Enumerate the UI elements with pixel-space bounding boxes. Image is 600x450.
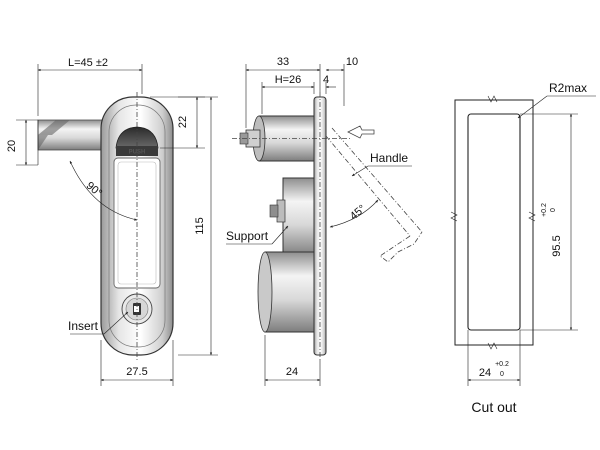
lower-cylinder xyxy=(257,251,315,333)
barrel xyxy=(232,115,350,162)
panel-outline xyxy=(454,99,534,346)
cutout-caption: Cut out xyxy=(471,399,516,415)
radius-label: R2max xyxy=(549,81,587,95)
front-view: PUSH 90° L=45 ±2 22 20 xyxy=(6,57,218,386)
cutout-height-tol-upper: +0.2 xyxy=(541,203,548,217)
dim-33-label: 33 xyxy=(277,56,289,68)
support-label: Support xyxy=(226,229,269,243)
cutout-view: R2max 95.5 +0.2 0 24 +0.2 0 Cut out xyxy=(450,81,596,415)
cutout-width-tol-lower: 0 xyxy=(500,371,504,378)
latch-tongue xyxy=(37,119,109,165)
cutout-hole xyxy=(467,113,521,331)
dim-22-label: 22 xyxy=(177,116,189,128)
cutout-width-label: 24 xyxy=(479,367,491,379)
handle-label: Handle xyxy=(370,151,408,165)
handle-phantom xyxy=(325,125,423,263)
dim-24-label: 24 xyxy=(286,366,298,378)
insert-label: Insert xyxy=(68,319,99,333)
dim-115-label: 115 xyxy=(194,217,206,235)
support-bracket xyxy=(269,177,315,257)
dim-27-5-label: 27.5 xyxy=(126,366,147,378)
dim-4-label: 4 xyxy=(323,74,329,86)
cutout-height-label: 95.5 xyxy=(551,235,563,256)
cutout-height-tol-lower: 0 xyxy=(550,208,557,212)
dim-20-label: 20 xyxy=(6,140,18,152)
dim-10-label: 10 xyxy=(346,56,358,68)
dim-h-label: H=26 xyxy=(275,74,302,86)
dim-length-label: L=45 ±2 xyxy=(68,57,108,69)
cutout-width-tol-upper: +0.2 xyxy=(495,361,509,368)
side-view: 45° 33 10 H=26 4 24 Handle Support xyxy=(226,56,423,386)
